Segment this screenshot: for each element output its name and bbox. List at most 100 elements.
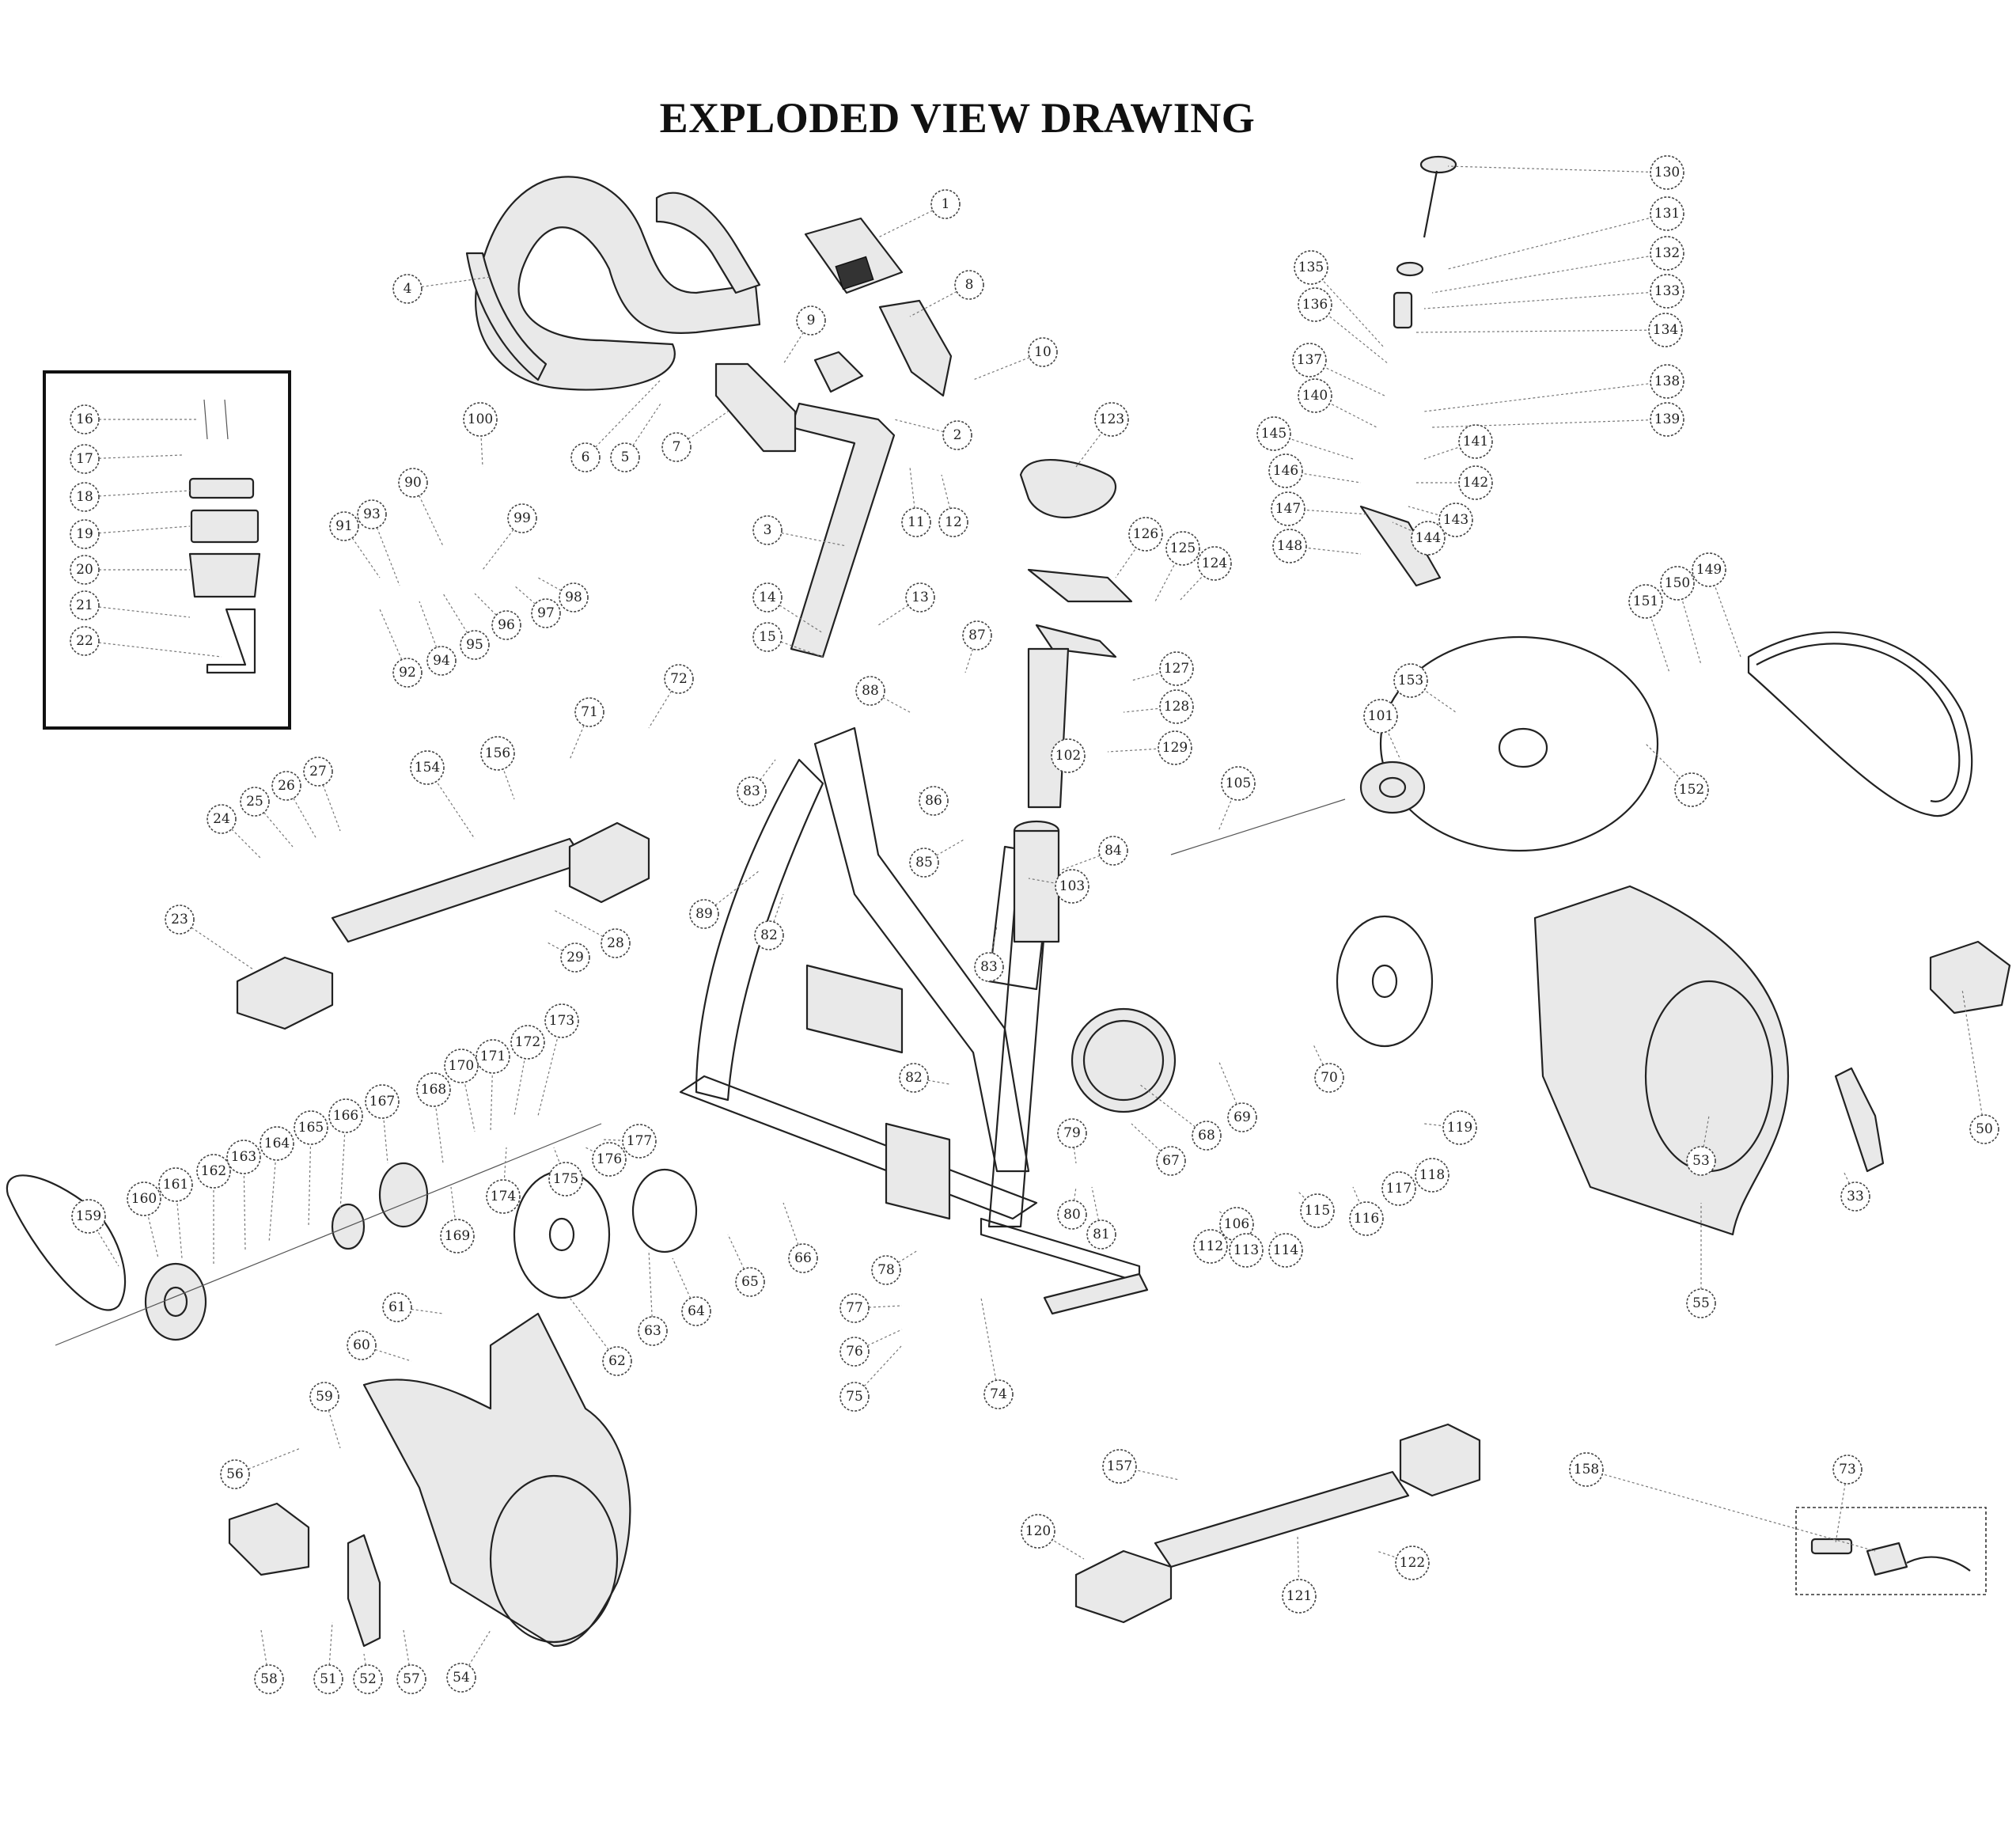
callout-bubble — [226, 1140, 261, 1174]
callout-number: 113 — [1233, 1242, 1259, 1258]
callout-bubble — [382, 1292, 412, 1322]
callout-bubble — [1271, 491, 1305, 526]
callout-bubble — [839, 1293, 870, 1323]
part-callout-156: 156 — [480, 736, 515, 771]
leader-line — [260, 1629, 270, 1680]
callout-number: 148 — [1277, 538, 1302, 554]
left-belt — [6, 1174, 127, 1311]
callout-number: 26 — [278, 778, 295, 794]
part-callout-3: 3 — [752, 515, 783, 545]
callout-number: 14 — [759, 590, 776, 605]
front-end-cap-right — [568, 821, 650, 904]
callout-bubble — [463, 402, 498, 437]
callout-number: 63 — [644, 1323, 661, 1339]
callout-bubble — [1165, 531, 1200, 566]
part-callout-146: 146 — [1268, 453, 1303, 488]
callout-bubble — [347, 1330, 377, 1360]
callout-number: 66 — [794, 1250, 812, 1266]
callout-bubble — [938, 507, 968, 537]
callout-number: 20 — [76, 562, 93, 578]
callout-bubble — [942, 420, 972, 450]
callout-bubble — [548, 1162, 583, 1197]
callout-number: 157 — [1107, 1458, 1132, 1474]
callout-number: 115 — [1305, 1203, 1330, 1219]
part-callout-143: 143 — [1438, 503, 1473, 537]
callout-number: 124 — [1202, 556, 1227, 571]
part-callout-101: 101 — [1363, 699, 1398, 734]
callout-bubble — [329, 511, 359, 541]
part-callout-80: 80 — [1057, 1200, 1087, 1230]
callout-bubble — [158, 1167, 193, 1202]
callout-number: 7 — [673, 439, 681, 455]
callout-bubble — [220, 1459, 250, 1489]
callout-bubble — [1298, 287, 1332, 322]
saddle — [1019, 459, 1133, 809]
callout-bubble — [1193, 1229, 1228, 1264]
callout-bubble — [1349, 1201, 1384, 1236]
leader-line — [1447, 213, 1668, 270]
leader-line — [403, 1629, 412, 1680]
callout-number: 88 — [862, 683, 879, 699]
part-callout-100: 100 — [463, 402, 498, 437]
callout-bubble — [1159, 651, 1194, 686]
part-callout-4: 4 — [392, 274, 423, 304]
part-callout-22: 22 — [70, 626, 100, 656]
part-callout-8: 8 — [954, 270, 984, 300]
part-callout-150: 150 — [1660, 566, 1695, 601]
callout-bubble — [601, 928, 631, 958]
callout-bubble — [1395, 1545, 1430, 1580]
leader-line — [1218, 783, 1239, 832]
right-chain-guard — [1533, 885, 1790, 1236]
callout-bubble — [1098, 836, 1128, 866]
callout-number: 118 — [1419, 1167, 1445, 1183]
callout-bubble — [1411, 521, 1446, 556]
callout-number: 53 — [1692, 1153, 1710, 1169]
right-crank — [1834, 1067, 1885, 1173]
callout-bubble — [544, 1003, 579, 1038]
part-callout-118: 118 — [1415, 1158, 1449, 1193]
leader-line — [396, 1307, 444, 1314]
part-callout-83: 83 — [737, 776, 767, 806]
drive-belt — [1747, 631, 1973, 817]
freewheel-hub — [1359, 760, 1426, 814]
callout-number: 167 — [369, 1094, 395, 1109]
part-callout-26: 26 — [271, 771, 301, 801]
part-callout-123: 123 — [1094, 402, 1129, 437]
part-callout-12: 12 — [938, 507, 968, 537]
part-callout-125: 125 — [1165, 531, 1200, 566]
callout-bubble — [70, 626, 100, 656]
callout-bubble — [531, 598, 561, 628]
callout-bubble — [309, 1382, 339, 1412]
part-callout-14: 14 — [752, 582, 783, 612]
callout-bubble — [1051, 738, 1086, 773]
callout-bubble — [559, 582, 589, 612]
callout-number: 140 — [1302, 388, 1328, 404]
part-callout-171: 171 — [476, 1039, 510, 1074]
seat-post-tube — [1013, 820, 1060, 943]
part-callout-89: 89 — [689, 899, 719, 929]
flywheel — [1379, 635, 1659, 852]
callout-bubble — [1229, 1233, 1264, 1268]
callout-bubble — [1650, 364, 1684, 399]
callout-bubble — [592, 1142, 627, 1177]
callout-number: 22 — [76, 633, 93, 649]
callout-bubble — [681, 1296, 711, 1326]
callout-bubble — [480, 736, 515, 771]
leader-line — [941, 474, 954, 523]
callout-bubble — [1298, 378, 1332, 413]
callout-number: 29 — [567, 950, 584, 965]
part-callout-1: 1 — [930, 189, 961, 219]
part-callout-73: 73 — [1832, 1454, 1863, 1485]
callout-number: 96 — [498, 617, 515, 633]
callout-number: 126 — [1133, 526, 1158, 542]
part-callout-7: 7 — [661, 432, 692, 462]
callout-number: 19 — [76, 526, 93, 542]
callout-number: 105 — [1226, 776, 1251, 791]
callout-number: 82 — [905, 1070, 923, 1086]
part-callout-76: 76 — [839, 1337, 870, 1367]
part-callout-177: 177 — [622, 1124, 657, 1159]
callout-number: 112 — [1198, 1238, 1223, 1254]
callout-number: 145 — [1261, 426, 1287, 442]
part-callout-57: 57 — [396, 1664, 426, 1694]
